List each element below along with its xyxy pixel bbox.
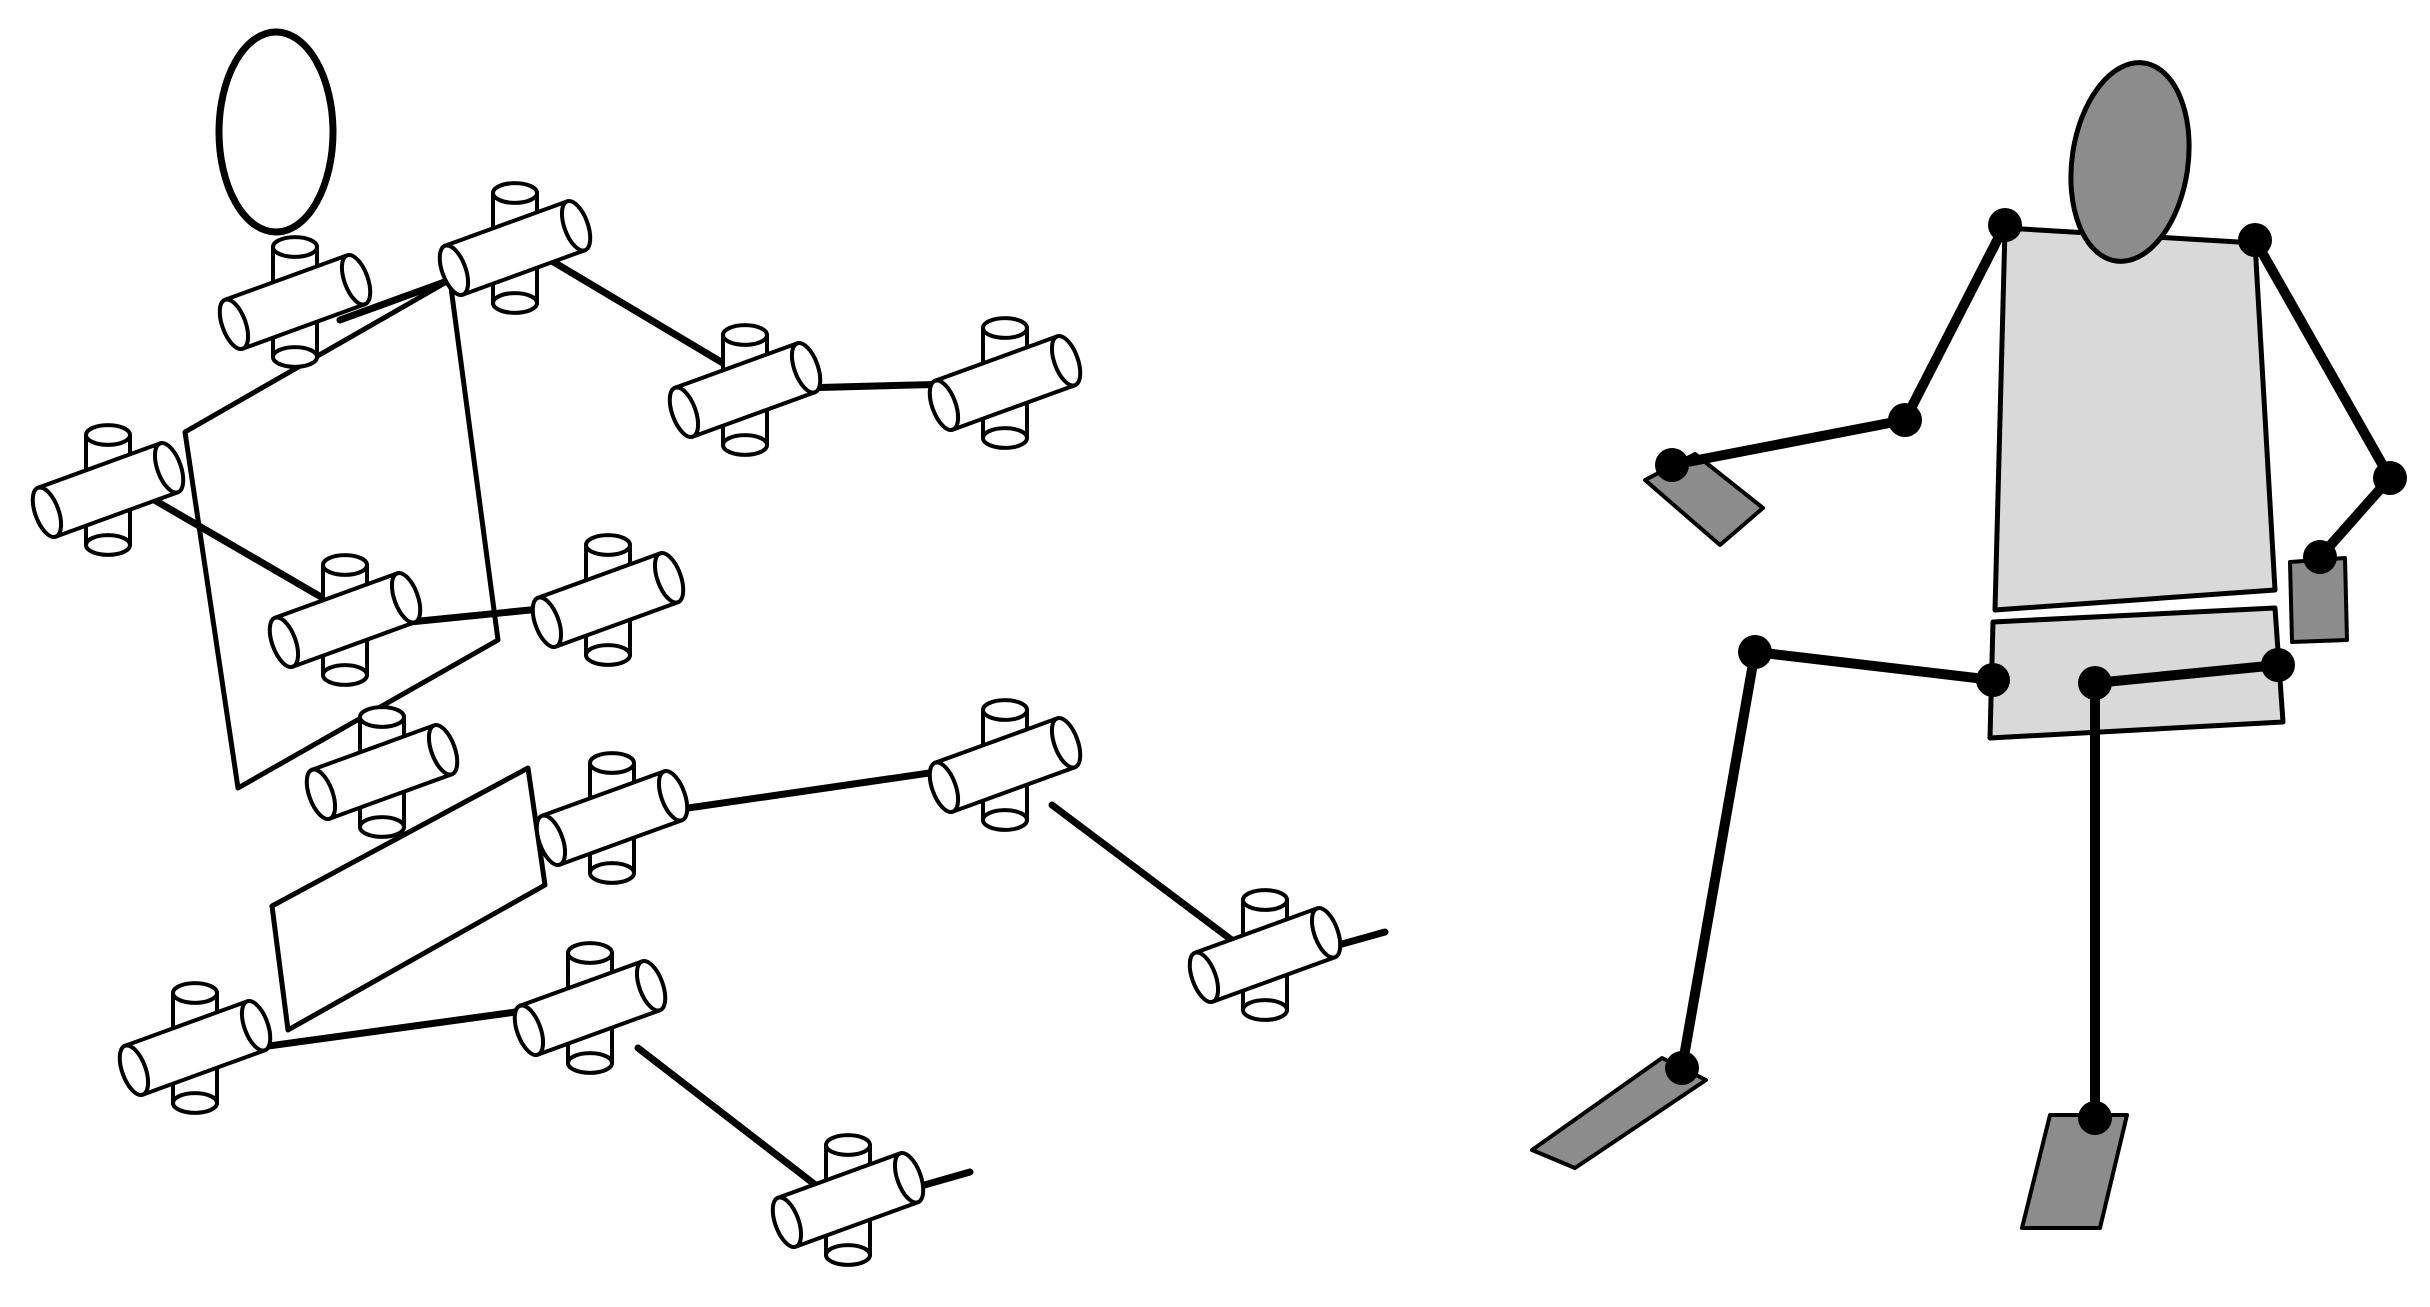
joint-elbow-left: [267, 553, 423, 687]
pelvis-plate: [269, 765, 548, 1033]
stick-foot-left: [1530, 1056, 1708, 1170]
joint-wrist-left: [1655, 448, 1689, 482]
joint-shoulder-left: [30, 423, 186, 557]
joint-hip-right: [534, 751, 690, 885]
joint-shoulder-left: [1988, 208, 2022, 242]
joint-hip-left: [117, 981, 273, 1115]
bone-upper-arm-right: [2250, 235, 2395, 483]
bone-pelvis-left: [1750, 647, 1998, 685]
link-neck-shoulder: [336, 276, 454, 324]
joint-shoulder-left-horizontal-cylinder: [30, 441, 186, 539]
joint-wrist-right-horizontal-cylinder: [927, 334, 1083, 432]
joint-neck: [217, 235, 373, 369]
link-thigh-right: [636, 766, 954, 819]
joint-wrist-left-horizontal-cylinder: [530, 551, 686, 649]
bone-upper-arm-left: [1900, 220, 2010, 425]
joint-knee-left-horizontal-cylinder: [512, 959, 668, 1057]
stick-foot-right: [2020, 1113, 2129, 1230]
joint-ankle-left-horizontal-cylinder: [770, 1151, 926, 1249]
joint-shoulder-right: [2238, 223, 2272, 257]
joint-elbow-right: [2373, 461, 2407, 495]
joint-elbow-left-horizontal-cylinder: [267, 571, 423, 669]
joint-pelvis-top: [304, 705, 460, 839]
joint-shoulder-right-horizontal-cylinder: [437, 199, 593, 297]
link-shin-right: [1048, 801, 1249, 954]
joint-shoulder-right: [437, 181, 593, 315]
bone-pelvis-right: [2090, 660, 2283, 688]
joint-ankle-right: [2078, 1101, 2112, 1135]
joint-wrist-left: [530, 533, 686, 667]
stick-pelvis: [1987, 605, 2286, 741]
cylinder-joints: [30, 181, 1343, 1267]
joint-hip-left: [1976, 663, 2010, 697]
torso-plate: [182, 277, 501, 791]
joint-knee-right-horizontal-cylinder: [927, 716, 1083, 814]
stick-bones: [1667, 220, 2395, 1123]
joint-hip-right-outer: [2261, 648, 2295, 682]
cylinder-model-head: [215, 28, 337, 236]
joint-elbow-left: [1888, 403, 1922, 437]
joint-hip-left-horizontal-cylinder: [117, 999, 273, 1097]
joint-elbow-right-horizontal-cylinder: [667, 341, 823, 439]
joint-wrist-right: [2303, 540, 2337, 574]
joint-neck-horizontal-cylinder: [217, 253, 373, 351]
link-upper-arm-right: [521, 241, 752, 382]
joint-pelvis-top-horizontal-cylinder: [304, 723, 460, 821]
joint-elbow-right: [667, 323, 823, 457]
bone-forearm-right: [2315, 473, 2395, 562]
joint-ankle-right: [1187, 888, 1343, 1022]
joint-knee-left: [512, 941, 668, 1075]
joint-knee-left: [1738, 635, 1772, 669]
joint-ankle-left: [770, 1133, 926, 1267]
stick-head: [2068, 60, 2192, 264]
link-shin-left: [634, 1044, 826, 1194]
bone-thigh-left: [1677, 647, 1760, 1073]
joint-hip-right-horizontal-cylinder: [534, 769, 690, 867]
link-thigh-left: [221, 1004, 549, 1056]
stick-figure-panel: [1530, 60, 2407, 1230]
joint-ankle-right-horizontal-cylinder: [1187, 906, 1343, 1004]
cylinder-model-panel: [30, 28, 1389, 1267]
stick-torso: [1992, 225, 2278, 613]
joint-hip-right-inner: [2078, 666, 2112, 700]
joint-knee-right: [927, 698, 1083, 832]
joint-wrist-right: [927, 316, 1083, 450]
bone-forearm-left: [1667, 415, 1910, 470]
stick-joints: [1655, 208, 2407, 1135]
joint-ankle-left: [1665, 1051, 1699, 1085]
